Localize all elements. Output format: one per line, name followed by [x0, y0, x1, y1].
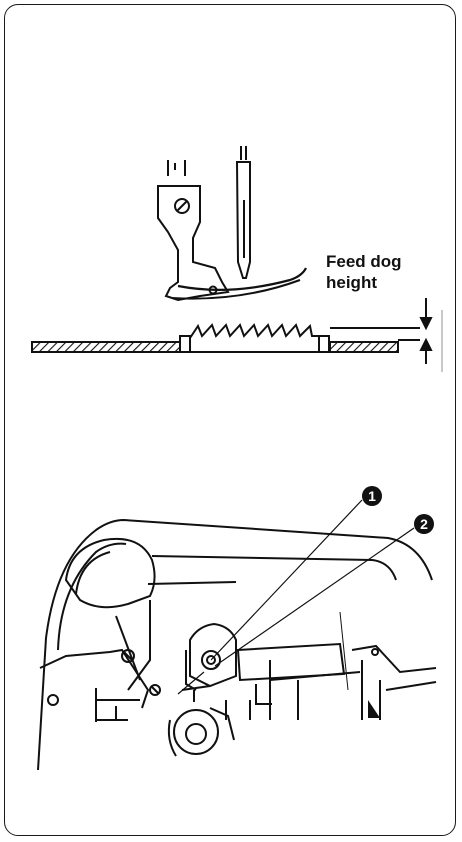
callout-1-badge: 1	[362, 486, 382, 506]
callout-leaders	[177, 499, 415, 695]
presser-foot-icon	[157, 160, 307, 302]
callout-2-badge: 2	[414, 514, 434, 534]
machine-illustration	[37, 518, 437, 771]
page-frame	[4, 4, 456, 836]
feed-dog-label-line2: height	[326, 273, 377, 292]
feed-dog-label-line1: Feed dog	[326, 252, 402, 271]
shadow-mark	[368, 700, 380, 718]
adjustment-screw-icon	[201, 650, 221, 670]
feed-dog-icon	[31, 298, 443, 372]
needle-icon	[235, 146, 251, 279]
